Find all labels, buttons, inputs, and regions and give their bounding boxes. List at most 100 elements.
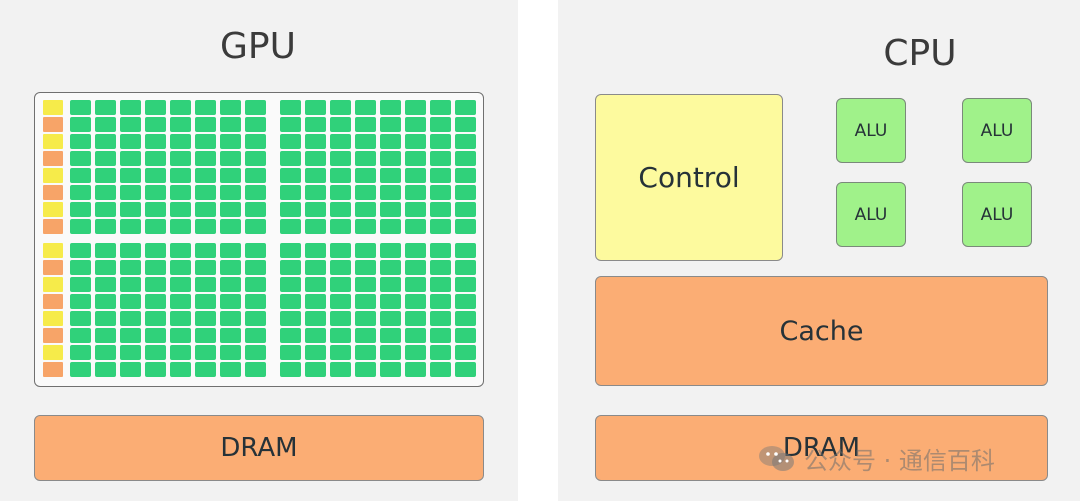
gpu-alu-cell xyxy=(330,117,351,132)
gpu-alu-cell xyxy=(245,243,266,258)
gpu-alu-cell xyxy=(145,277,166,292)
gpu-alu-cell xyxy=(430,219,451,234)
gpu-alu-cell xyxy=(245,100,266,115)
gpu-alu-cell xyxy=(355,328,376,343)
gpu-alu-cell xyxy=(95,328,116,343)
gpu-alu-cell xyxy=(170,117,191,132)
gpu-alu-cell xyxy=(330,328,351,343)
gpu-alu-cell xyxy=(145,260,166,275)
gpu-alu-cell xyxy=(380,151,401,166)
gpu-alu-cell xyxy=(305,168,326,183)
gpu-alu-cell xyxy=(355,168,376,183)
gpu-alu-cell xyxy=(170,168,191,183)
gpu-alu-cell xyxy=(455,168,476,183)
gpu-alu-cell xyxy=(170,243,191,258)
gpu-alu-cell xyxy=(120,277,141,292)
gpu-alu-cell xyxy=(95,168,116,183)
gpu-alu-cell xyxy=(405,328,426,343)
gpu-alu-cell xyxy=(70,202,91,217)
gpu-alu-cell xyxy=(70,100,91,115)
cpu-title: CPU xyxy=(883,33,957,74)
cpu-dram-block: DRAM xyxy=(595,415,1048,481)
gpu-alu-cell xyxy=(330,362,351,377)
gpu-alu-cell xyxy=(330,311,351,326)
gpu-alu-cell xyxy=(195,260,216,275)
gpu-alu-cell xyxy=(220,243,241,258)
gpu-alu-cell xyxy=(170,277,191,292)
gpu-alu-cell xyxy=(170,100,191,115)
gpu-panel: GPU DRAM xyxy=(0,0,518,501)
cpu-cache-block: Cache xyxy=(595,276,1048,386)
gpu-control-unit xyxy=(43,168,63,183)
gpu-alu-cell xyxy=(245,168,266,183)
gpu-alu-cell xyxy=(120,185,141,200)
gpu-cache-unit xyxy=(43,219,63,234)
gpu-alu-cell xyxy=(380,185,401,200)
gpu-alu-cell xyxy=(245,277,266,292)
gpu-alu-cell xyxy=(195,100,216,115)
gpu-alu-cell xyxy=(405,100,426,115)
gpu-alu-cell xyxy=(305,260,326,275)
gpu-alu-cell xyxy=(70,328,91,343)
gpu-alu-cell xyxy=(305,219,326,234)
gpu-alu-cell xyxy=(430,117,451,132)
gpu-alu-cell xyxy=(405,168,426,183)
gpu-alu-cell xyxy=(95,277,116,292)
gpu-alu-cell xyxy=(305,294,326,309)
gpu-alu-cell xyxy=(355,117,376,132)
gpu-alu-cell xyxy=(430,362,451,377)
gpu-alu-cell xyxy=(430,185,451,200)
gpu-alu-cell xyxy=(145,100,166,115)
gpu-alu-cell xyxy=(405,277,426,292)
gpu-alu-cell xyxy=(355,219,376,234)
gpu-alu-cell xyxy=(220,219,241,234)
gpu-alu-cell xyxy=(280,100,301,115)
gpu-alu-cell xyxy=(120,243,141,258)
gpu-alu-cell xyxy=(145,311,166,326)
gpu-alu-cell xyxy=(70,260,91,275)
gpu-alu-cell xyxy=(280,117,301,132)
gpu-alu-cell xyxy=(280,294,301,309)
gpu-alu-cell xyxy=(430,202,451,217)
gpu-alu-cell xyxy=(330,294,351,309)
gpu-alu-cell xyxy=(95,294,116,309)
gpu-alu-cell xyxy=(405,185,426,200)
gpu-alu-cell xyxy=(170,219,191,234)
gpu-alu-cell xyxy=(280,151,301,166)
gpu-alu-cell xyxy=(170,311,191,326)
gpu-alu-cell xyxy=(380,243,401,258)
gpu-alu-cell xyxy=(305,151,326,166)
gpu-alu-cell xyxy=(120,294,141,309)
gpu-alu-cell xyxy=(430,260,451,275)
gpu-alu-cell xyxy=(145,185,166,200)
gpu-alu-cell xyxy=(355,277,376,292)
gpu-alu-cell xyxy=(245,345,266,360)
gpu-alu-cell xyxy=(220,277,241,292)
gpu-alu-cell xyxy=(330,345,351,360)
gpu-alu-cell xyxy=(220,202,241,217)
gpu-alu-cell xyxy=(280,260,301,275)
gpu-alu-cell xyxy=(220,328,241,343)
gpu-alu-cell xyxy=(405,202,426,217)
gpu-alu-cell xyxy=(195,185,216,200)
gpu-alu-cell xyxy=(95,117,116,132)
gpu-alu-cell xyxy=(195,328,216,343)
gpu-alu-cell xyxy=(305,345,326,360)
gpu-alu-cell xyxy=(70,311,91,326)
watermark-text: 公众号 · 通信百科 xyxy=(804,447,995,475)
gpu-alu-cell xyxy=(280,168,301,183)
gpu-alu-cell xyxy=(70,151,91,166)
gpu-alu-cell xyxy=(280,243,301,258)
gpu-alu-cell xyxy=(305,202,326,217)
gpu-alu-cell xyxy=(405,311,426,326)
gpu-alu-cell xyxy=(220,260,241,275)
gpu-alu-cell xyxy=(455,277,476,292)
gpu-alu-cell xyxy=(380,362,401,377)
cpu-alu-block: ALU xyxy=(962,182,1032,247)
gpu-alu-cell xyxy=(195,151,216,166)
gpu-alu-cell xyxy=(405,219,426,234)
gpu-alu-cell xyxy=(380,294,401,309)
gpu-alu-cell xyxy=(120,168,141,183)
gpu-alu-cell xyxy=(330,202,351,217)
gpu-alu-cell xyxy=(170,362,191,377)
